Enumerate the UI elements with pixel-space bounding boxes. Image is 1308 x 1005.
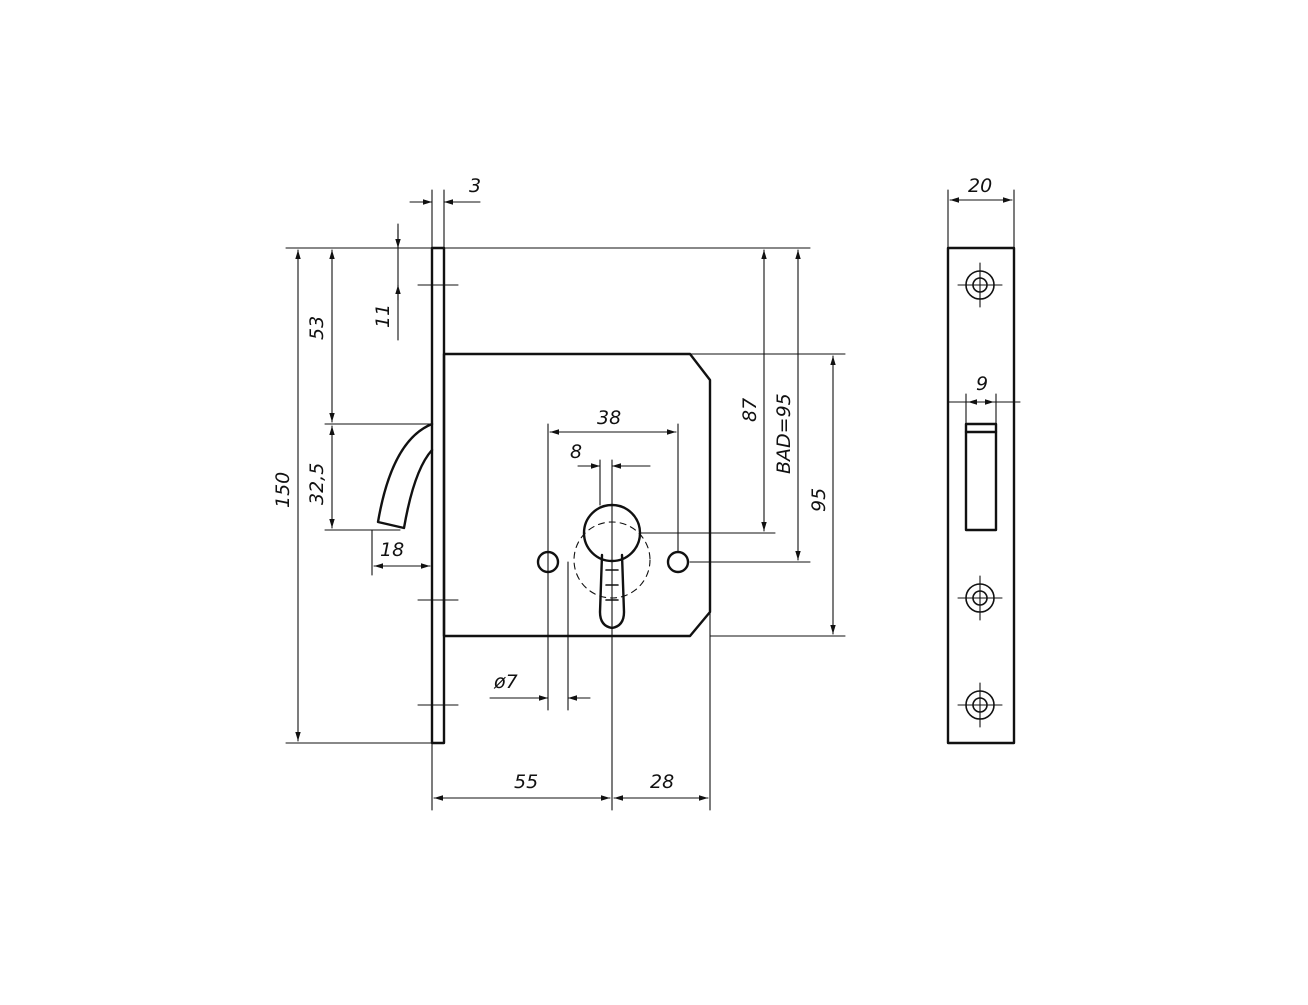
hook-bolt bbox=[376, 422, 434, 530]
dim-body-height: 95 bbox=[808, 488, 830, 512]
screw-middle bbox=[957, 575, 1003, 621]
faceplate-screw-marks bbox=[417, 284, 459, 706]
dim-hook-height: 32,5 bbox=[306, 463, 328, 505]
side-view: 20 9 bbox=[946, 175, 1021, 745]
dim-hole-diameter: ø7 bbox=[493, 671, 518, 693]
dim-hook-projection: 18 bbox=[380, 539, 404, 561]
dimension-lines bbox=[295, 199, 836, 801]
front-view: 3 11 53 32,5 150 18 38 8 ø7 55 28 87 BAD… bbox=[272, 175, 846, 811]
dim-top-to-hook: 53 bbox=[306, 316, 328, 340]
screw-top bbox=[957, 262, 1003, 308]
hole-right bbox=[666, 550, 690, 574]
screw-bottom bbox=[957, 682, 1003, 728]
dim-handle-to-key: 38 bbox=[597, 407, 621, 429]
dim-slot-width: 9 bbox=[976, 373, 988, 395]
extension-lines bbox=[285, 189, 846, 811]
dim-faceplate-thickness: 3 bbox=[469, 175, 481, 197]
lock-body bbox=[442, 352, 712, 638]
dim-plate-width: 20 bbox=[968, 175, 992, 197]
dim-overall-height: 150 bbox=[272, 472, 294, 508]
dim-key-to-back: 28 bbox=[650, 771, 674, 793]
dim-top-to-key: 87 bbox=[739, 398, 761, 422]
side-plate bbox=[946, 246, 1016, 745]
bolt-slot bbox=[964, 422, 998, 532]
dim-backset: 55 bbox=[514, 771, 538, 793]
side-dimension-lines bbox=[947, 189, 1021, 425]
dim-key-offset: 8 bbox=[570, 441, 582, 463]
dim-bad: BAD=95 bbox=[773, 393, 795, 474]
faceplate bbox=[430, 246, 446, 745]
dim-screw-offset: 11 bbox=[372, 304, 394, 328]
